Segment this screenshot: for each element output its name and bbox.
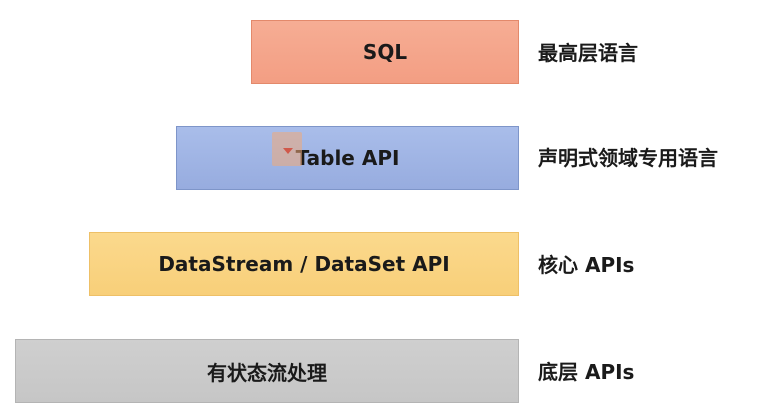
layer-table-api-label: Table API bbox=[295, 146, 400, 170]
layer-datastream-label: DataStream / DataSet API bbox=[158, 252, 450, 276]
layer-datastream-description: 核心 APIs bbox=[538, 253, 635, 277]
layer-datastream-box: DataStream / DataSet API bbox=[89, 232, 519, 296]
layer-stateful-stream-description: 底层 APIs bbox=[538, 360, 635, 384]
layer-table-api-description: 声明式领域专用语言 bbox=[538, 146, 718, 170]
layer-sql-label: SQL bbox=[362, 40, 408, 64]
cursor-marker-icon bbox=[272, 132, 302, 166]
layer-sql-description: 最高层语言 bbox=[538, 41, 638, 65]
layer-stateful-stream-box: 有状态流处理 bbox=[15, 339, 519, 403]
layer-table-api-box: Table API bbox=[176, 126, 519, 190]
layer-sql-box: SQL bbox=[251, 20, 519, 84]
layer-stateful-stream-label: 有状态流处理 bbox=[207, 360, 327, 385]
